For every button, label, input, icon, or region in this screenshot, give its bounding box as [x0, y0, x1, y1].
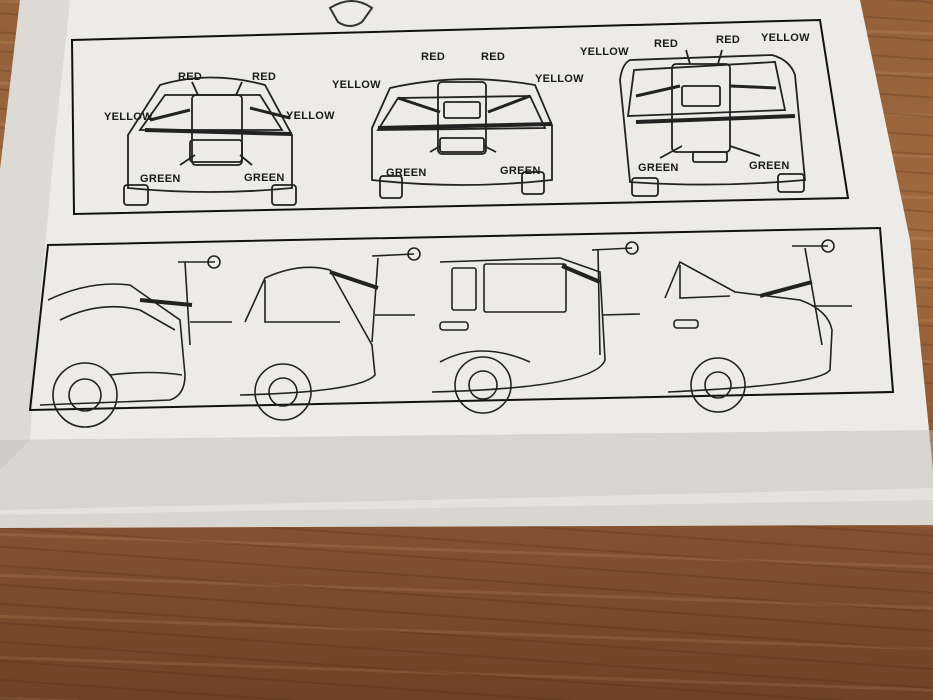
- strap-label-red: RED: [421, 51, 446, 63]
- strap-label-green: GREEN: [500, 165, 541, 177]
- strap-label-yellow: YELLOW: [761, 32, 810, 44]
- strap-label-red: RED: [481, 51, 506, 63]
- strap-label-green: GREEN: [638, 162, 679, 174]
- strap-label-green: GREEN: [386, 167, 427, 179]
- bottom-panel-frame: [28, 226, 895, 412]
- paper-sheet: [0, 0, 933, 510]
- strap-label-green: GREEN: [244, 172, 285, 184]
- strap-label-yellow: YELLOW: [580, 46, 629, 58]
- strap-label-green: GREEN: [749, 160, 790, 172]
- strap-label-red: RED: [252, 71, 277, 83]
- strap-label-red: RED: [716, 34, 741, 46]
- strap-label-green: GREEN: [140, 173, 181, 185]
- car-side-view-4: [664, 239, 852, 413]
- strap-label-yellow: YELLOW: [286, 110, 335, 122]
- car-side-view-3: [431, 241, 641, 414]
- car-middle-rear-view: [371, 78, 553, 199]
- paper-stain: [0, 0, 70, 470]
- logo-icon: [328, 0, 374, 27]
- strap-label-red: RED: [178, 71, 203, 83]
- car-right-rear-view: [619, 49, 806, 197]
- car-left-rear-view: [123, 76, 297, 206]
- strap-label-yellow: YELLOW: [535, 73, 584, 85]
- hand-shadow: [0, 430, 933, 510]
- car-side-view-2: [239, 247, 421, 421]
- top-panel-frame: [70, 18, 850, 216]
- strap-label-yellow: YELLOW: [332, 79, 381, 91]
- car-side-view-1: [39, 255, 232, 428]
- strap-label-red: RED: [654, 38, 679, 50]
- strap-label-yellow: YELLOW: [104, 111, 153, 123]
